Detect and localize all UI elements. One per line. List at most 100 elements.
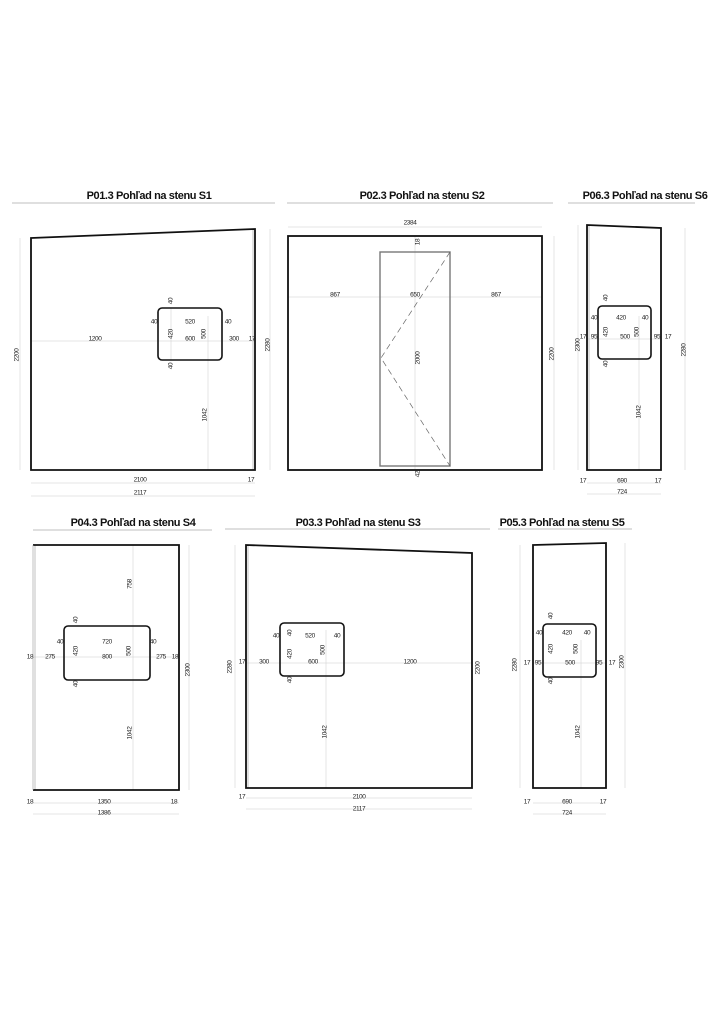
dimension-label: 520 xyxy=(305,633,315,640)
dimension-label: 420 xyxy=(168,328,175,338)
dimension-label: 1042 xyxy=(202,408,209,422)
dimension-label: 1200 xyxy=(404,659,418,666)
dimension-label: 40 xyxy=(536,630,543,637)
dimension-label: 40 xyxy=(273,633,280,640)
dimension-label: 2280 xyxy=(681,343,688,357)
dimension-label: 2300 xyxy=(185,663,192,677)
dimension-label: 95 xyxy=(591,334,598,341)
dimension-label: 40 xyxy=(73,616,80,623)
dimension-label: 520 xyxy=(185,319,195,326)
panel-title: P06.3 Pohľad na stenu S6 xyxy=(583,190,708,202)
panel-title: P02.3 Pohľad na stenu S2 xyxy=(360,190,485,202)
cutout xyxy=(597,305,652,360)
dimension-label: 500 xyxy=(320,644,327,654)
dimension-label: 95 xyxy=(535,660,542,667)
dimension-label: 867 xyxy=(491,292,501,299)
dimension-label: 40 xyxy=(168,362,175,369)
dimension-label: 420 xyxy=(562,630,572,637)
dimension-label: 2200 xyxy=(14,348,21,362)
dimension-label: 1042 xyxy=(575,725,582,739)
dimension-label: 724 xyxy=(562,810,572,817)
dimension-label: 1386 xyxy=(98,810,112,817)
dimension-label: 758 xyxy=(127,578,134,588)
cutout xyxy=(157,307,223,361)
dimension-label: 40 xyxy=(548,677,555,684)
dimension-label: 2300 xyxy=(575,338,582,352)
dimension-label: 500 xyxy=(126,645,133,655)
wall-outline xyxy=(287,235,543,471)
dimension-label: 300 xyxy=(229,336,239,343)
dimension-label: 17 xyxy=(665,334,672,341)
dimension-label: 17 xyxy=(609,660,616,667)
dimension-label: 18 xyxy=(27,654,34,661)
wall-outline xyxy=(30,228,256,471)
dimension-label: 1350 xyxy=(98,799,112,806)
dimension-label: 40 xyxy=(73,680,80,687)
dimension-label: 650 xyxy=(410,292,420,299)
dimension-label: 95 xyxy=(654,334,661,341)
dimension-label: 40 xyxy=(287,629,294,636)
dimension-label: 95 xyxy=(596,660,603,667)
wall-outline xyxy=(586,224,662,471)
dimension-label: 800 xyxy=(102,654,112,661)
panel-title: P05.3 Pohľad na stenu S5 xyxy=(500,517,625,529)
wall-outline xyxy=(33,544,180,791)
wall-outline xyxy=(245,544,473,789)
dimension-label: 40 xyxy=(168,297,175,304)
dimension-label: 17 xyxy=(239,794,246,801)
dimension-label: 420 xyxy=(616,315,626,322)
dimension-label: 18 xyxy=(27,799,34,806)
dimension-label: 17 xyxy=(524,799,531,806)
dimension-label: 2280 xyxy=(227,660,234,674)
dimension-label: 500 xyxy=(620,334,630,341)
dimension-label: 40 xyxy=(591,315,598,322)
dimension-label: 18 xyxy=(172,654,179,661)
dimension-label: 420 xyxy=(287,648,294,658)
dimension-label: 500 xyxy=(201,328,208,338)
dimension-label: 720 xyxy=(102,639,112,646)
dimension-label: 17 xyxy=(249,336,256,343)
dimension-label: 17 xyxy=(580,334,587,341)
dimension-label: 17 xyxy=(239,659,246,666)
dimension-label: 42 xyxy=(415,470,422,477)
dimension-label: 2117 xyxy=(134,490,147,497)
dimension-label: 600 xyxy=(185,336,195,343)
dimension-label: 18 xyxy=(171,799,178,806)
dimension-label: 420 xyxy=(603,326,610,336)
dimension-label: 500 xyxy=(573,643,580,653)
dimension-label: 420 xyxy=(548,643,555,653)
dimension-label: 1042 xyxy=(636,405,643,419)
dimension-label: 2117 xyxy=(353,806,366,813)
dimension-label: 17 xyxy=(580,478,587,485)
dimension-label: 500 xyxy=(634,326,641,336)
dimension-label: 690 xyxy=(562,799,572,806)
cutout xyxy=(542,623,597,678)
dimension-label: 1042 xyxy=(127,726,134,740)
dimension-label: 867 xyxy=(330,292,340,299)
dimension-label: 600 xyxy=(308,659,318,666)
panel-s6: P06.3 Pohľad na stenu S6 2300 2280 40 40 420… xyxy=(568,190,708,496)
dimension-label: 17 xyxy=(655,478,662,485)
dimension-label: 2200 xyxy=(549,347,556,361)
dimension-label: 1200 xyxy=(89,336,103,343)
dimension-label: 2000 xyxy=(415,351,422,365)
dimension-label: 1042 xyxy=(322,725,329,739)
dimension-label: 40 xyxy=(287,676,294,683)
dimension-label: 500 xyxy=(565,660,575,667)
dimension-label: 2100 xyxy=(134,477,148,484)
dimension-label: 40 xyxy=(334,633,341,640)
dimension-label: 690 xyxy=(617,478,627,485)
dimension-label: 2384 xyxy=(404,220,418,227)
panel-title: P01.3 Pohľad na stenu S1 xyxy=(87,190,212,202)
dimension-label: 275 xyxy=(156,654,166,661)
dimension-label: 40 xyxy=(150,639,157,646)
dimension-label: 40 xyxy=(603,294,610,301)
dimension-label: 420 xyxy=(73,645,80,655)
panel-s2: P02.3 Pohľad na stenu S2 2384 867 650 867 20… xyxy=(287,190,556,477)
dimension-label: 17 xyxy=(524,660,531,667)
door-opening xyxy=(379,251,451,467)
dimension-label: 2100 xyxy=(353,794,367,801)
